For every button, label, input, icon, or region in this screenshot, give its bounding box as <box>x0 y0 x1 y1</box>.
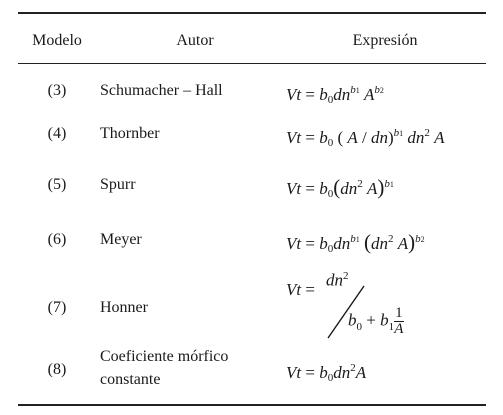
row-autor: Thornber <box>100 125 160 142</box>
table-top-rule <box>18 12 486 14</box>
row-autor: Spurr <box>100 176 136 193</box>
row-autor: Schumacher – Hall <box>100 82 223 99</box>
row-modelo: (4) <box>47 125 67 142</box>
row-modelo: (3) <box>47 82 67 99</box>
row-modelo: (6) <box>47 231 67 248</box>
row-modelo: (8) <box>47 361 67 378</box>
header-autor: Autor <box>176 32 214 49</box>
header-modelo: Modelo <box>32 32 82 49</box>
row-autor: Honner <box>100 299 148 316</box>
table-header-rule <box>18 63 486 64</box>
table-bottom-rule <box>18 404 486 406</box>
row-autor: Meyer <box>100 231 142 248</box>
row-expresion: Vt = b0(dn2 A)b1 <box>286 175 394 201</box>
header-expresion: Expresión <box>352 32 418 49</box>
row-expresion: Vt = b0dn2A <box>286 362 367 384</box>
fraction-slash <box>327 285 365 339</box>
row-expresion: Vt = b0 ( A / dn)b1 dn2 A <box>286 127 445 149</box>
row-modelo: (7) <box>47 299 67 316</box>
row-expresion: Vt = b0dnb1 Ab2 <box>286 84 384 106</box>
row-modelo: (5) <box>47 176 67 193</box>
row-autor-line2: constante <box>100 371 161 388</box>
row-autor-line1: Coeficiente mórfico <box>100 348 229 365</box>
row-expresion: Vt = b0dnb1 (dn2 A)b2 <box>286 230 425 256</box>
